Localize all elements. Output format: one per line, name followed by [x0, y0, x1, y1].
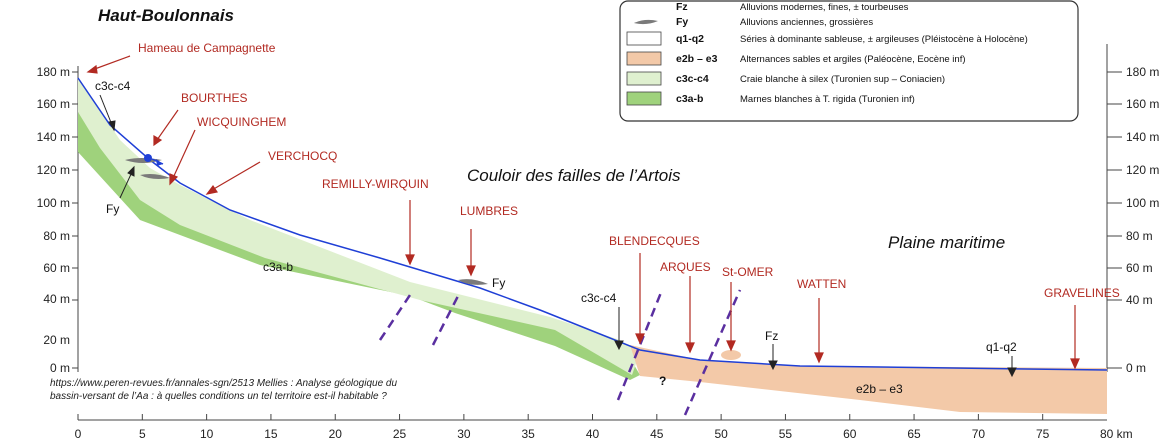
y-ticks-left: 0 m 20 m 40 m 60 m 80 m 100 m 120 m 140 …	[37, 65, 78, 375]
x-ticks: 0 5 10 15 20 25 30 35 40 45 50 55 60 65 70 75	[75, 414, 1050, 441]
place-blendecques: BLENDECQUES	[609, 234, 700, 248]
unit-q1-q2: q1-q2	[986, 340, 1017, 354]
y-tick-label: 100 m	[1126, 196, 1159, 210]
x-tick-label: 10	[200, 427, 214, 441]
x-tick-label: 50	[714, 427, 728, 441]
legend-description: Marnes blanches à T. rigida (Turonien in…	[740, 94, 915, 105]
place-stomer: St-OMER	[722, 265, 774, 279]
place-lumbres: LUMBRES	[460, 204, 518, 218]
place-bourthes: BOURTHES	[181, 91, 247, 105]
x-tick-label: 20	[329, 427, 343, 441]
x-tick-label: 30	[457, 427, 471, 441]
y-tick-label: 100 m	[37, 196, 70, 210]
legend-code: Fy	[676, 16, 688, 28]
legend-description: Alluvions anciennes, grossières	[740, 17, 873, 28]
region-plaine-maritime: Plaine maritime	[888, 233, 1005, 252]
unit-arrows	[99, 94, 1017, 378]
x-tick-label: 35	[522, 427, 536, 441]
x-tick-label: 60	[843, 427, 857, 441]
fault-2	[431, 295, 460, 346]
legend-swatch	[634, 19, 658, 25]
place-arques: ARQUES	[660, 260, 711, 274]
source-line-2: bassin-versant de l’Aa : à quelles condi…	[50, 391, 387, 402]
place-wicquinghem: WICQUINGHEM	[197, 115, 286, 129]
legend-swatch	[626, 31, 662, 46]
unit-fy-mid: Fy	[492, 276, 505, 290]
legend-code: c3a-b	[676, 93, 703, 105]
unit-e2b-e3: e2b – e3	[856, 382, 903, 396]
x-tick-label: 15	[264, 427, 278, 441]
legend-swatch	[626, 91, 662, 106]
unit-c3a-b: c3a-b	[263, 260, 293, 274]
x-tick-label: 0	[75, 427, 82, 441]
y-tick-label: 140 m	[37, 130, 70, 144]
x-tick-label: 70	[972, 427, 986, 441]
x-tick-label: 45	[650, 427, 664, 441]
region-couloir: Couloir des failles de l’Artois	[467, 166, 681, 185]
legend-code: Fz	[676, 1, 688, 13]
unit-question: ?	[659, 374, 666, 388]
fault-1	[378, 294, 412, 341]
unit-fz: Fz	[765, 329, 778, 343]
x-tick-label: 55	[779, 427, 793, 441]
legend-box	[619, 0, 1079, 122]
y-tick-label: 160 m	[37, 97, 70, 111]
legend-swatch	[626, 71, 662, 86]
place-hameau: Hameau de Campagnette	[138, 41, 276, 55]
unit-fy-left: Fy	[106, 202, 119, 216]
lens-fy-2	[140, 174, 170, 179]
y-tick-label: 120 m	[1126, 163, 1159, 177]
x-tick-label: 75	[1036, 427, 1050, 441]
place-remilly: REMILLY-WIRQUIN	[322, 177, 429, 191]
region-haut-boulonnais: Haut-Boulonnais	[98, 6, 234, 25]
y-tick-label: 140 m	[1126, 130, 1159, 144]
layer-c3a-b	[78, 112, 640, 380]
place-verchocq: VERCHOCQ	[268, 149, 337, 163]
legend-description: Alluvions modernes, fines, ± tourbeuses	[740, 2, 909, 13]
x-tick-label: 40	[586, 427, 600, 441]
legend-code: e2b – e3	[676, 53, 718, 65]
layer-c3c-c4	[78, 78, 640, 375]
x-tick-label: 25	[393, 427, 407, 441]
spring-point	[144, 154, 152, 162]
legend-code: q1-q2	[676, 33, 704, 45]
faults	[378, 289, 742, 416]
y-tick-label: 120 m	[37, 163, 70, 177]
y-tick-label: 80 m	[1126, 229, 1153, 243]
legend: Fz Alluvions modernes, fines, ± tourbeuse…	[619, 0, 1079, 122]
legend-description: Alternances sables et argiles (Paléocène…	[740, 54, 966, 65]
legend-description: Craie blanche à silex (Turonien sup – Co…	[740, 74, 945, 85]
y-tick-label: 60 m	[1126, 261, 1153, 275]
y-tick-label: 180 m	[1126, 65, 1159, 79]
legend-description: Séries à dominante sableuse, ± argileuse…	[740, 34, 1028, 45]
fault-3	[616, 289, 664, 401]
y-tick-label: 0 m	[50, 361, 70, 375]
river-profile	[77, 77, 1108, 371]
y-tick-label: 180 m	[37, 65, 70, 79]
lens-fy-3	[458, 279, 488, 285]
place-gravelines: GRAVELINES	[1044, 286, 1120, 300]
y-tick-label: 20 m	[43, 333, 70, 347]
y-tick-label: 160 m	[1126, 97, 1159, 111]
y-ticks-right: 0 m 40 m 60 m 80 m 100 m 120 m 140 m 160…	[1107, 65, 1159, 375]
y-tick-label: 60 m	[43, 261, 70, 275]
unit-c3c-c4-top: c3c-c4	[95, 79, 131, 93]
x-tick-label: 5	[139, 427, 146, 441]
place-watten: WATTEN	[797, 277, 846, 291]
y-tick-label: 0 m	[1126, 361, 1146, 375]
layer-e2b-e3	[630, 345, 1107, 414]
y-tick-label: 40 m	[1126, 293, 1153, 307]
legend-swatch	[626, 51, 662, 66]
unit-c3c-c4-mid: c3c-c4	[581, 291, 617, 305]
y-tick-label: 40 m	[43, 292, 70, 306]
x-tick-label-last: 80 km	[1100, 427, 1133, 441]
lens-fz	[721, 350, 741, 360]
y-tick-label: 80 m	[43, 229, 70, 243]
legend-code: c3c-c4	[676, 73, 709, 85]
x-tick-label: 65	[907, 427, 921, 441]
place-arrows	[86, 55, 1080, 370]
source-line-1: https://www.peren-revues.fr/annales-sgn/…	[50, 378, 397, 389]
